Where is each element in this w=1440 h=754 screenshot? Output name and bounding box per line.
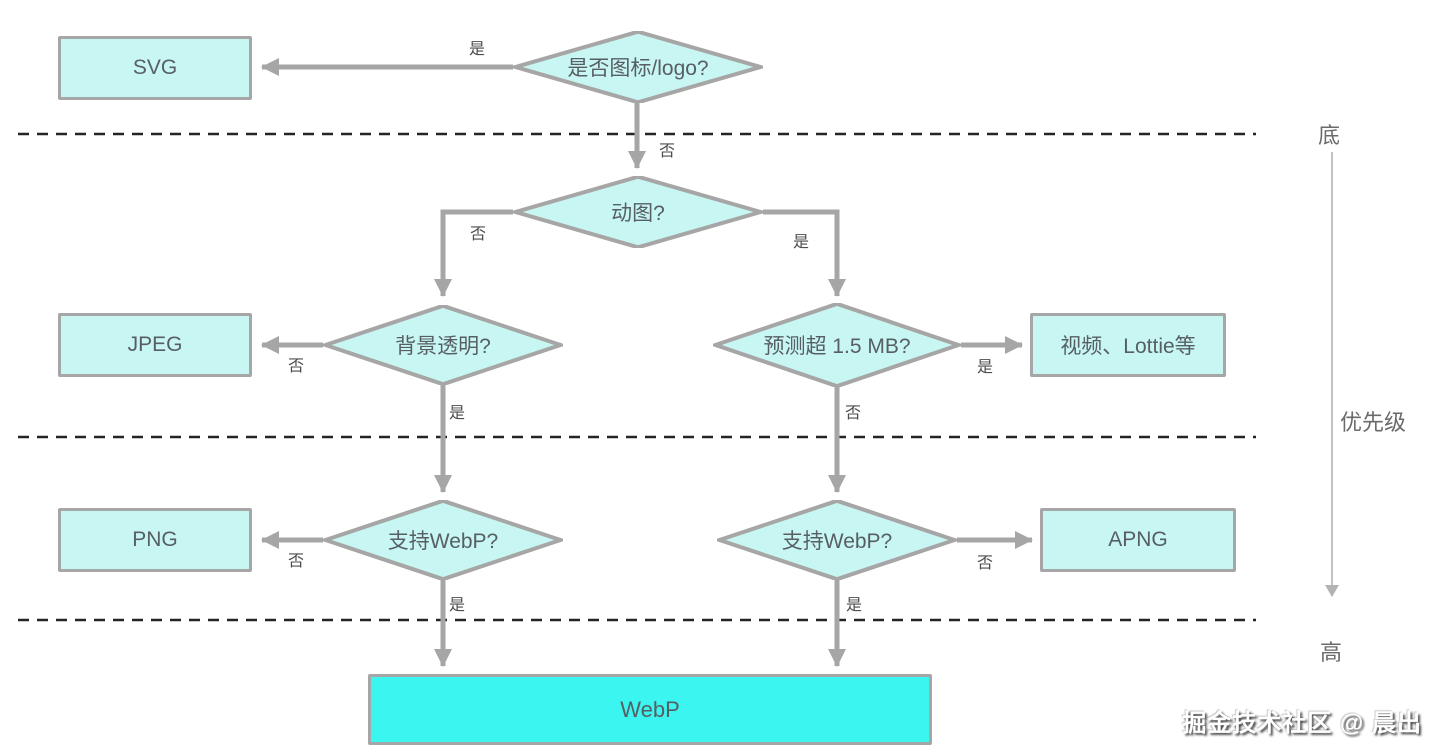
edge-anim-to-size [763,209,846,297]
node-png-label: PNG [132,528,178,551]
decision-oversize: 预测超 1.5 MB? [713,303,961,387]
edge-anim-to-transparent [434,209,513,297]
edge-label-no: 否 [845,405,862,422]
diamond-shape [713,303,961,387]
diamond-shape [513,31,763,103]
decision-webp-support-left: 支持WebP? [323,500,563,580]
node-jpeg-label: JPEG [127,333,183,356]
decision-animated: 动图? [513,176,763,248]
decision-animated-label: 动图? [611,202,665,225]
diamond-shape [323,305,563,385]
edge-label-no: 否 [288,553,305,570]
edge-label-no: 否 [288,358,305,375]
node-video-lottie: 视频、Lottie等 [1030,313,1226,377]
edge-label-yes: 是 [977,359,994,376]
decision-icon-logo: 是否图标/logo? [513,31,763,103]
decision-transparent-bg-label: 背景透明? [395,335,491,358]
edge-label-yes: 是 [469,41,486,58]
diamond-shape [323,500,563,580]
diamond-shape [717,500,957,580]
decision-oversize-label: 预测超 1.5 MB? [763,335,911,358]
diamond-shape [513,176,763,248]
decision-webp-support-right-label: 支持WebP? [781,530,893,553]
edge-label-yes: 是 [449,597,466,614]
node-video-lottie-label: 视频、Lottie等 [1060,335,1196,358]
decision-webp-support-right: 支持WebP? [717,500,957,580]
axis-label-low: 底 [1318,123,1341,148]
axis-label-high: 高 [1320,640,1343,665]
edge-label-yes: 是 [449,405,466,422]
edge-label-no: 否 [470,226,487,243]
node-webp: WebP [368,674,932,745]
edge-label-yes: 是 [793,234,810,251]
flow-connectors [261,58,1033,667]
node-apng: APNG [1040,508,1236,572]
node-png: PNG [58,508,252,572]
node-apng-label: APNG [1108,528,1168,551]
node-webp-label: WebP [620,696,680,722]
edge-label-yes: 是 [846,597,863,614]
watermark: 掘金技术社区 @ 晨出 [1182,710,1422,737]
node-svg: SVG [58,36,252,100]
axis-label-priority: 优先级 [1340,410,1407,435]
node-jpeg: JPEG [58,313,252,377]
decision-webp-support-left-label: 支持WebP? [387,530,499,553]
decision-icon-logo-label: 是否图标/logo? [567,57,709,80]
edge-label-no: 否 [977,555,994,572]
decision-transparent-bg: 背景透明? [323,305,563,385]
edge-label-no: 否 [659,143,676,160]
node-svg-label: SVG [132,56,178,79]
